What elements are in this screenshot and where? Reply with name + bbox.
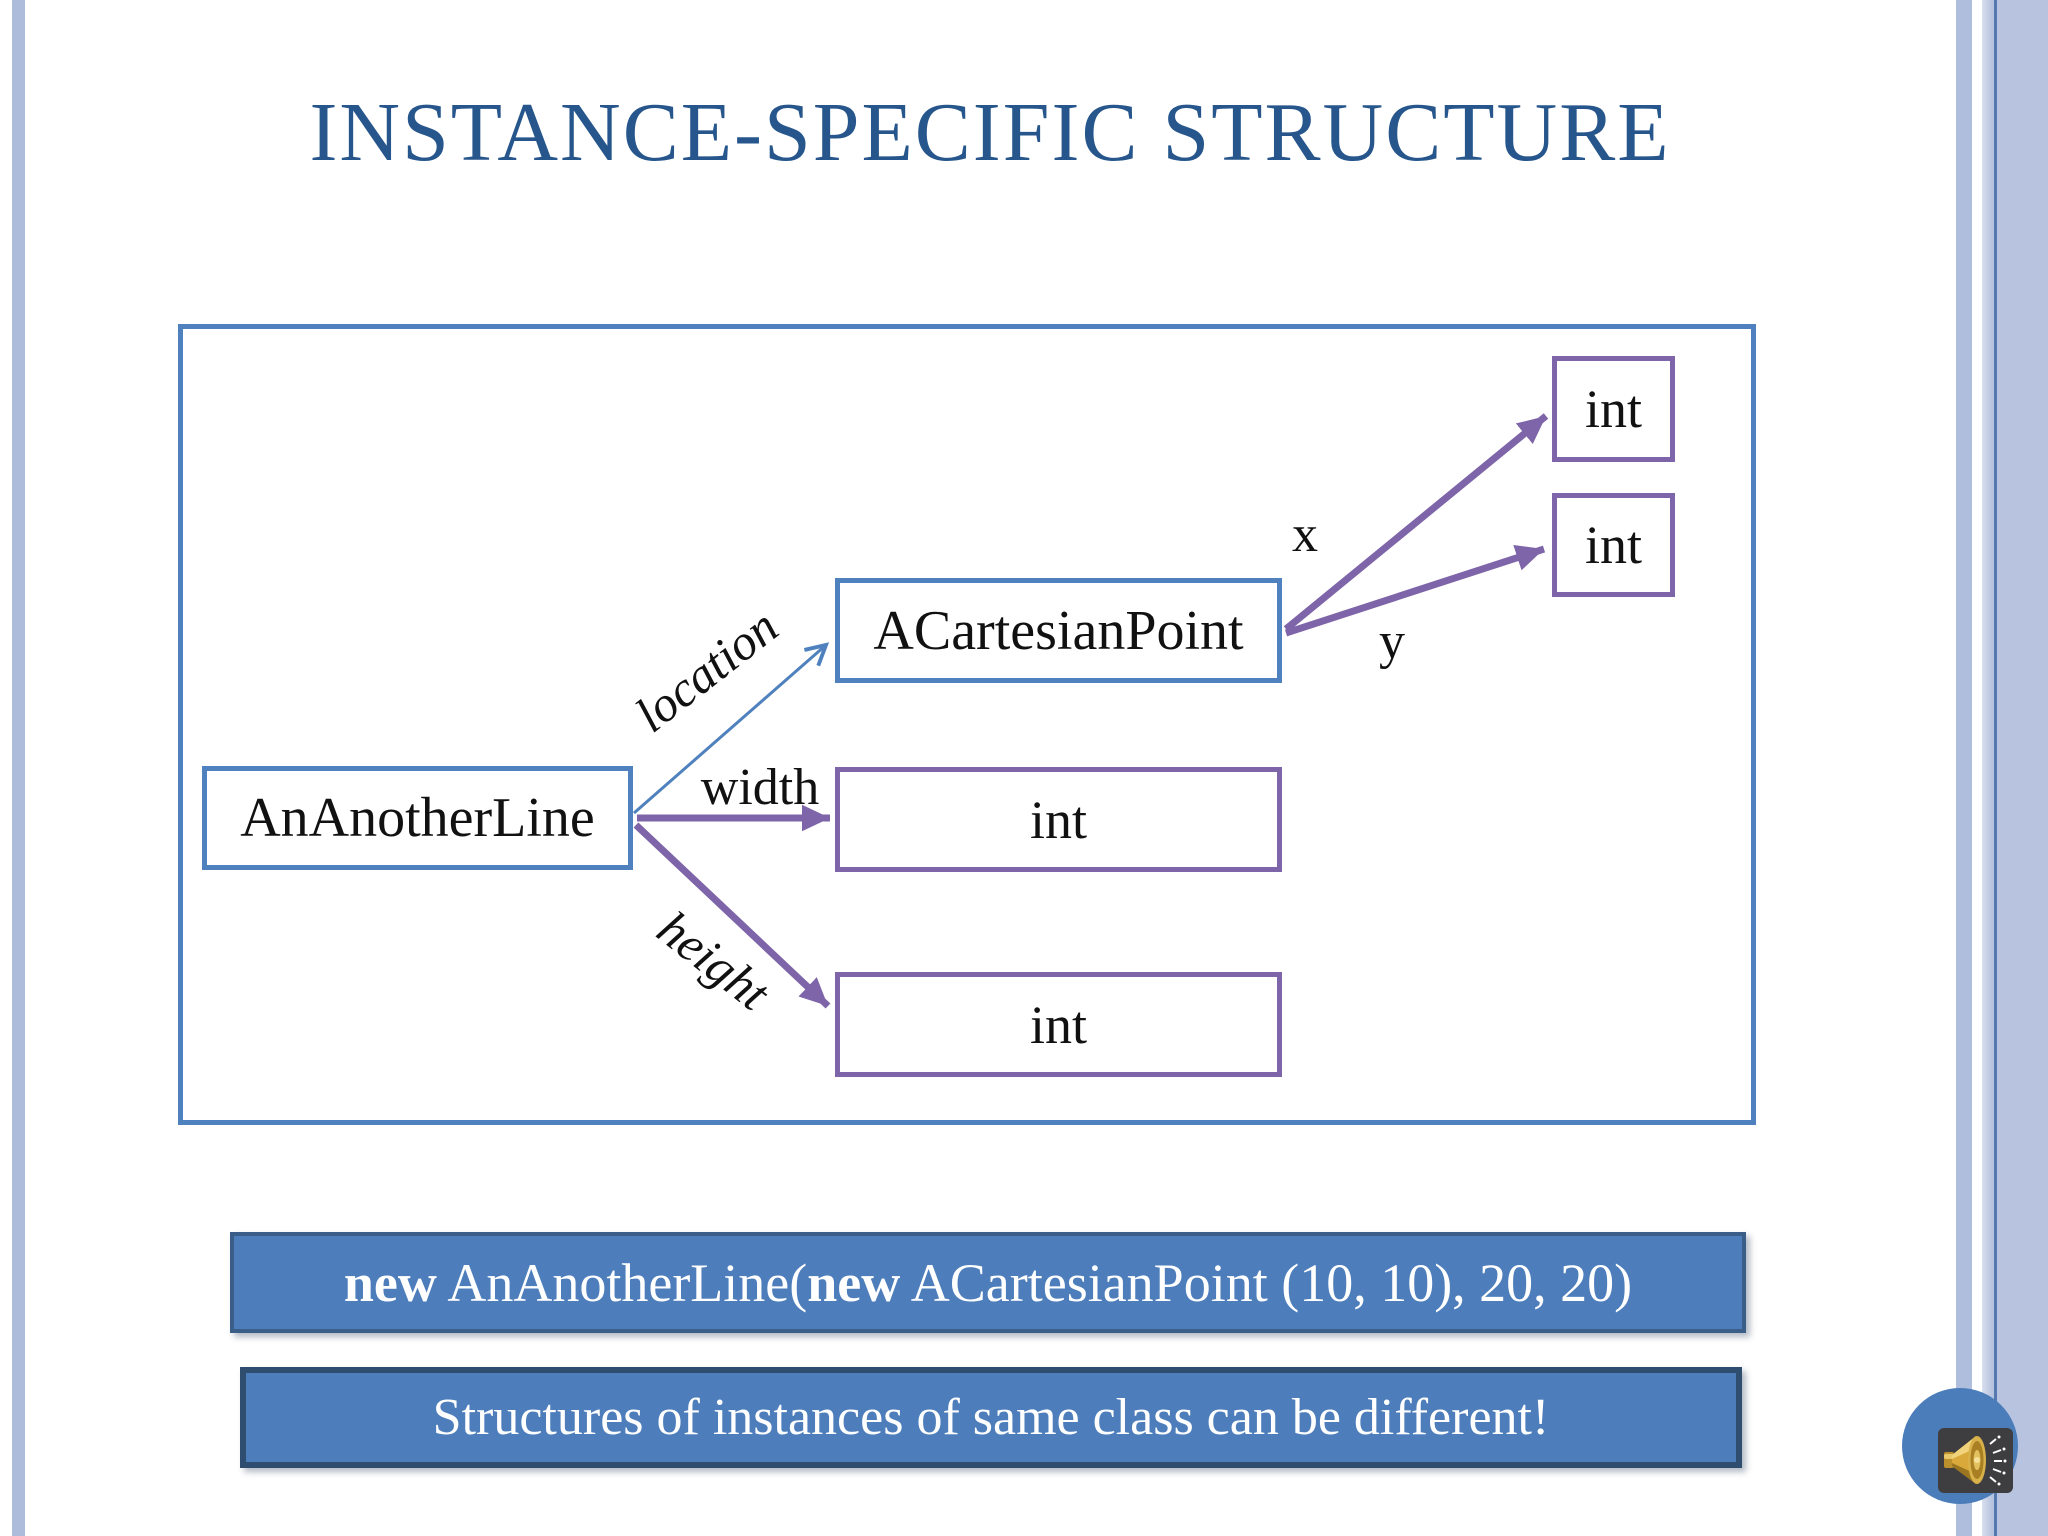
code-statement-box: new AnAnotherLine(new ACartesianPoint (1… <box>230 1232 1746 1333</box>
node-an-another-line: AnAnotherLine <box>202 766 633 870</box>
slide-title: INSTANCE-SPECIFIC STRUCTURE <box>309 86 1671 179</box>
node-int-width: int <box>835 767 1282 872</box>
right-accent-panel <box>1982 0 2048 1536</box>
right-accent-line <box>1994 0 1997 1536</box>
node-label: int <box>1584 379 1642 439</box>
edge-label-x: x <box>1292 506 1318 563</box>
node-int-y: int <box>1552 493 1675 597</box>
node-int-x: int <box>1552 356 1675 462</box>
node-label: int <box>1029 789 1087 850</box>
code-text: new AnAnotherLine(new ACartesianPoint (1… <box>343 1252 1633 1313</box>
node-label: int <box>1584 515 1642 575</box>
node-int-height: int <box>835 972 1282 1077</box>
edge-label-y: y <box>1379 613 1405 670</box>
node-label: int <box>1029 994 1087 1055</box>
right-accent-bar <box>1956 0 1972 1536</box>
note-box: Structures of instances of same class ca… <box>240 1367 1742 1468</box>
speaker-icon <box>1938 1428 2013 1493</box>
note-text: Structures of instances of same class ca… <box>432 1389 1550 1446</box>
audio-speaker-button[interactable] <box>1902 1388 2018 1504</box>
edge-label-width: width <box>700 759 820 816</box>
left-accent-bar <box>12 0 25 1536</box>
node-a-cartesian-point: ACartesianPoint <box>835 578 1282 683</box>
node-label: ACartesianPoint <box>873 599 1244 662</box>
node-label: AnAnotherLine <box>240 787 595 849</box>
